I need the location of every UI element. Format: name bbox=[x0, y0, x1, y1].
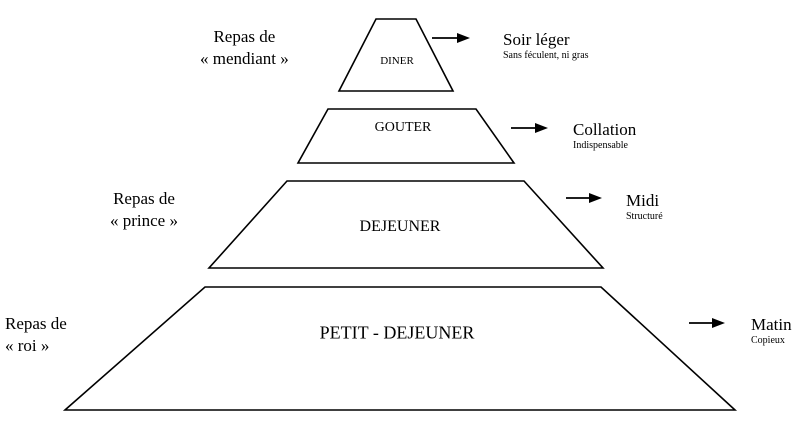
right-label-soir-subtitle: Sans féculent, ni gras bbox=[503, 50, 589, 61]
right-label-soir-title: Soir léger bbox=[503, 30, 570, 49]
tier-diner bbox=[337, 18, 455, 92]
left-label-roi-line1: Repas de bbox=[5, 314, 67, 333]
tier-label-petit-dejeuner: PETIT - DEJEUNER bbox=[319, 322, 475, 343]
tier-petit-dejeuner bbox=[62, 286, 738, 411]
left-label-mendiant-line2: « mendiant » bbox=[200, 49, 289, 68]
left-label-roi-line2: « roi » bbox=[5, 336, 50, 355]
right-label-collation-subtitle: Indispensable bbox=[573, 140, 628, 151]
right-label-matin-subtitle: Copieux bbox=[751, 335, 785, 346]
left-label-prince-line2: « prince » bbox=[110, 211, 178, 230]
tier-label-diner: DINER bbox=[380, 55, 414, 67]
tier-label-dejeuner: DEJEUNER bbox=[359, 218, 441, 235]
arrow-icon-collation bbox=[511, 123, 548, 133]
left-label-mendiant-line1: Repas de bbox=[213, 27, 276, 46]
left-label-roi: Repas de « roi » bbox=[5, 313, 67, 357]
tier-gouter bbox=[296, 108, 516, 164]
tier-dejeuner bbox=[207, 180, 605, 269]
arrow-icon-midi bbox=[566, 193, 602, 203]
right-label-midi-subtitle: Structuré bbox=[626, 211, 663, 222]
tier-label-gouter: GOUTER bbox=[374, 120, 432, 135]
right-label-collation: Collation Indispensable bbox=[573, 121, 636, 151]
right-label-collation-title: Collation bbox=[573, 120, 637, 139]
arrow-icon-matin bbox=[689, 318, 725, 328]
right-label-soir: Soir léger Sans féculent, ni gras bbox=[503, 31, 589, 61]
right-label-midi: Midi Structuré bbox=[626, 192, 663, 222]
arrow-icon-soir bbox=[432, 33, 470, 43]
left-label-prince: Repas de « prince » bbox=[110, 188, 178, 232]
right-label-midi-title: Midi bbox=[626, 191, 660, 210]
left-label-mendiant: Repas de « mendiant » bbox=[200, 26, 289, 70]
right-label-matin: Matin Copieux bbox=[751, 316, 792, 346]
left-label-prince-line1: Repas de bbox=[113, 189, 175, 208]
right-label-matin-title: Matin bbox=[751, 315, 792, 334]
